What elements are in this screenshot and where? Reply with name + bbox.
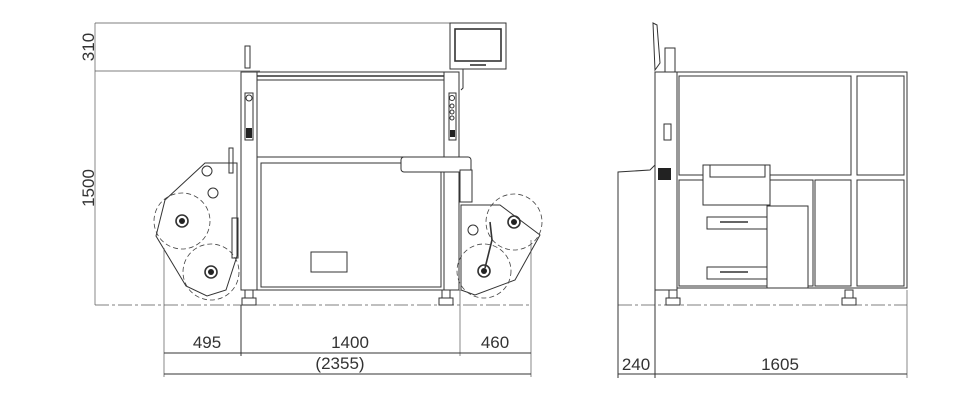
side-view: 240 1605: [617, 22, 908, 378]
right-rewinder: [456, 193, 543, 299]
tray-upper: [706, 216, 768, 230]
dim-side-left-width: 240: [622, 355, 650, 374]
left-unwinder: [153, 147, 240, 301]
front-width-dimensions: [163, 240, 532, 377]
dim-front-total-width: (2355): [315, 354, 364, 373]
left-column: [240, 71, 258, 291]
dim-front-height-main: 1500: [79, 169, 98, 207]
handle-bar: [400, 156, 472, 173]
dim-front-right-width: 460: [481, 333, 509, 352]
operator-desk: [617, 164, 656, 378]
control-panel-right: [448, 92, 457, 141]
monitor: [449, 22, 507, 91]
side-column: [654, 71, 678, 291]
nameplate: [310, 251, 348, 273]
side-leveling-feet: [665, 289, 857, 306]
leveling-feet: [241, 289, 454, 306]
dim-front-center-width: 1400: [331, 333, 369, 352]
right-bracket: [459, 169, 473, 203]
right-column: [443, 71, 460, 291]
dim-front-height-top: 310: [79, 33, 98, 61]
roll-unit: [702, 164, 771, 206]
center-cabinet: [256, 156, 445, 291]
tray-lower: [706, 266, 768, 280]
front-view: 495 1400 460 (2355) 310 1500: [79, 22, 543, 377]
control-panel-left: [244, 92, 254, 141]
dim-side-depth: 1605: [761, 355, 799, 374]
dim-front-left-width: 495: [193, 333, 221, 352]
monitor-side: [652, 22, 661, 72]
cover-box: [766, 205, 809, 289]
signal-tower: [244, 45, 251, 69]
